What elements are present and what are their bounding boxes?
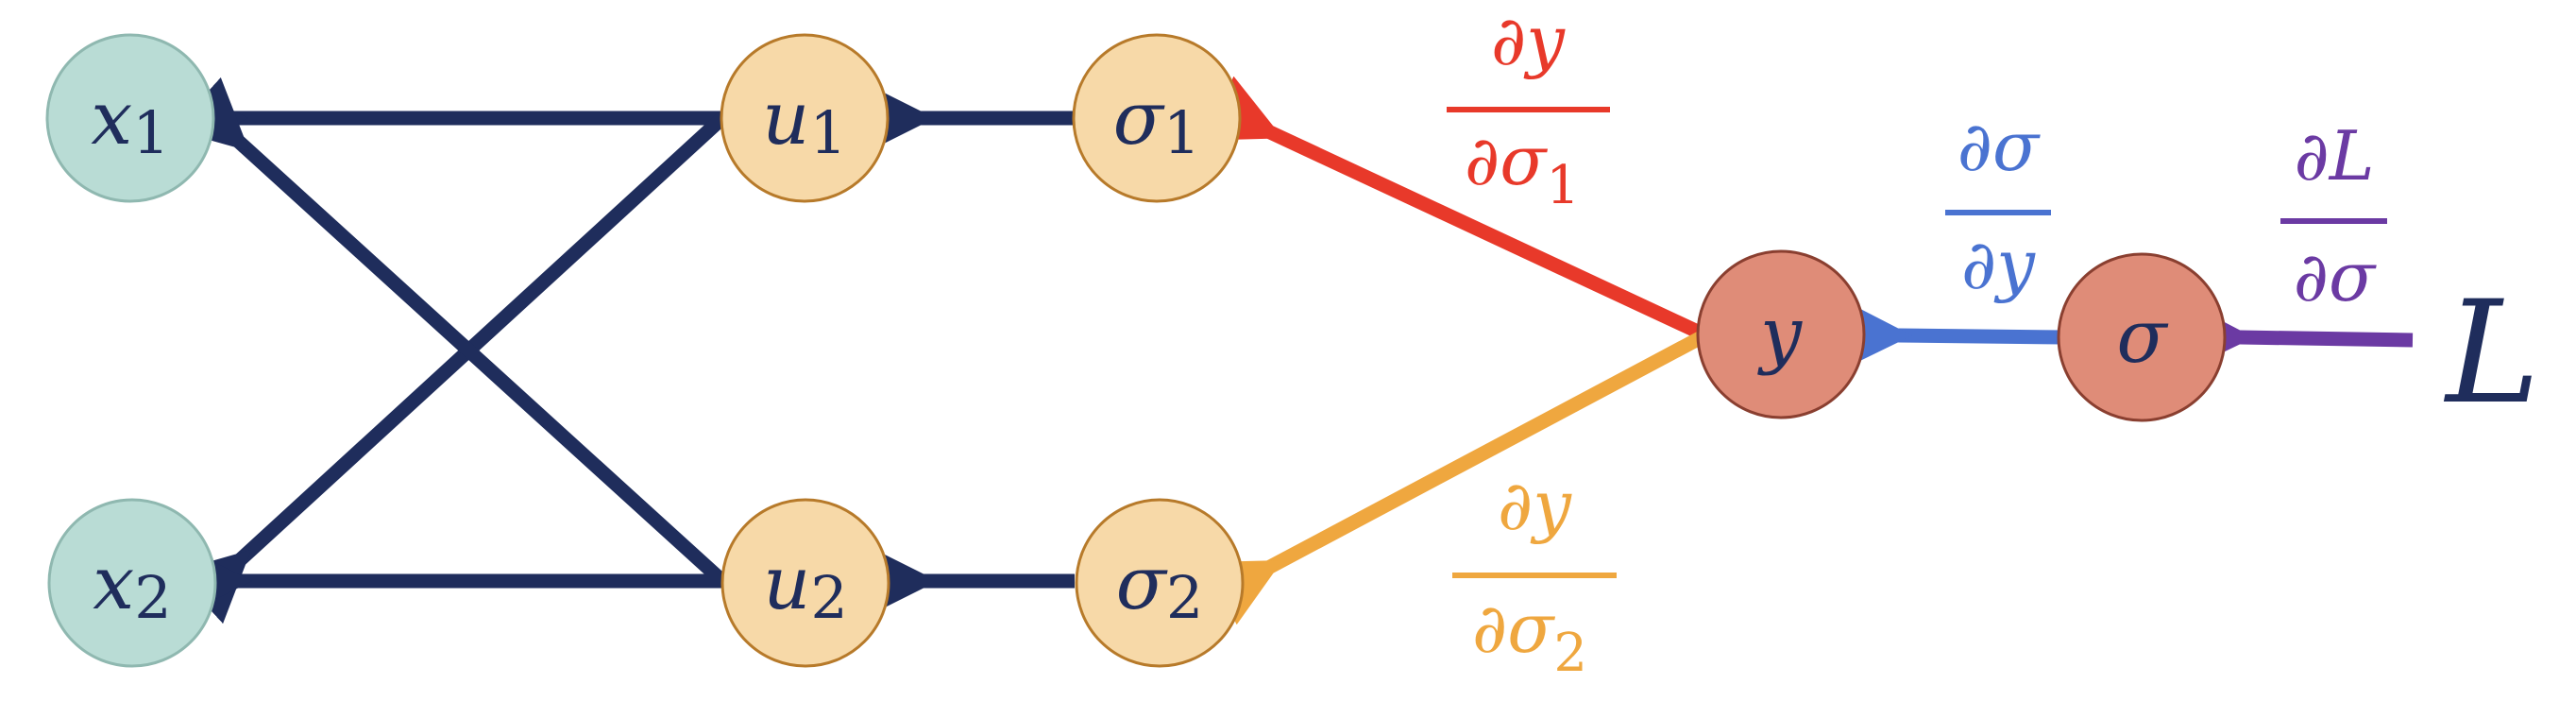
fraction-dL-dsigma-numerator: ∂L — [2294, 116, 2374, 196]
fraction-dy-dsigma1: ∂y ∂σ1 — [1447, 1, 1610, 216]
node-y: y — [1696, 249, 1866, 419]
node-sigma1: σ1 — [1072, 33, 1242, 203]
node-sigma2: σ2 — [1075, 498, 1245, 668]
edge-u1-x2 — [175, 112, 728, 624]
svg-text:u1: u1 — [762, 77, 847, 167]
node-sigma: σ — [2057, 252, 2227, 422]
edge-L-sigma — [2182, 300, 2414, 372]
edge-u2-x1 — [173, 77, 728, 587]
svg-text:σ: σ — [2116, 295, 2168, 380]
fraction-dy-dsigma1-numerator: ∂y — [1491, 1, 1566, 80]
svg-text:σ1: σ1 — [1113, 77, 1201, 167]
fraction-dy-dsigma2: ∂y ∂σ2 — [1452, 466, 1617, 684]
fraction-dy-dsigma2-numerator: ∂y — [1498, 466, 1572, 545]
fraction-dy-dsigma1-denominator: ∂σ1 — [1465, 121, 1580, 216]
loss-label: L — [2443, 271, 2540, 436]
node-x1: x1 — [45, 33, 215, 203]
edge-y-s1 — [1203, 76, 1703, 339]
edge-sigma-y — [1840, 299, 2064, 370]
fraction-dL-dsigma-denominator: ∂σ — [2294, 237, 2377, 316]
fraction-dy-dsigma2-denominator: ∂σ2 — [1472, 589, 1587, 684]
fraction-dsigma-dy-denominator: ∂y — [1961, 225, 2036, 304]
node-u2: u2 — [720, 498, 890, 668]
svg-text:x2: x2 — [93, 541, 171, 632]
fraction-dsigma-dy: ∂σ ∂y — [1945, 107, 2051, 304]
svg-text:y: y — [1757, 292, 1803, 377]
fraction-dL-dsigma: ∂L ∂σ — [2280, 116, 2387, 316]
svg-text:x1: x1 — [91, 77, 169, 167]
node-u1: u1 — [720, 33, 890, 203]
svg-text:σ2: σ2 — [1116, 541, 1204, 632]
svg-text:u2: u2 — [763, 541, 848, 632]
fraction-dsigma-dy-numerator: ∂σ — [1957, 107, 2041, 186]
edge-y-s2 — [1203, 332, 1703, 625]
node-x2: x2 — [47, 498, 217, 668]
